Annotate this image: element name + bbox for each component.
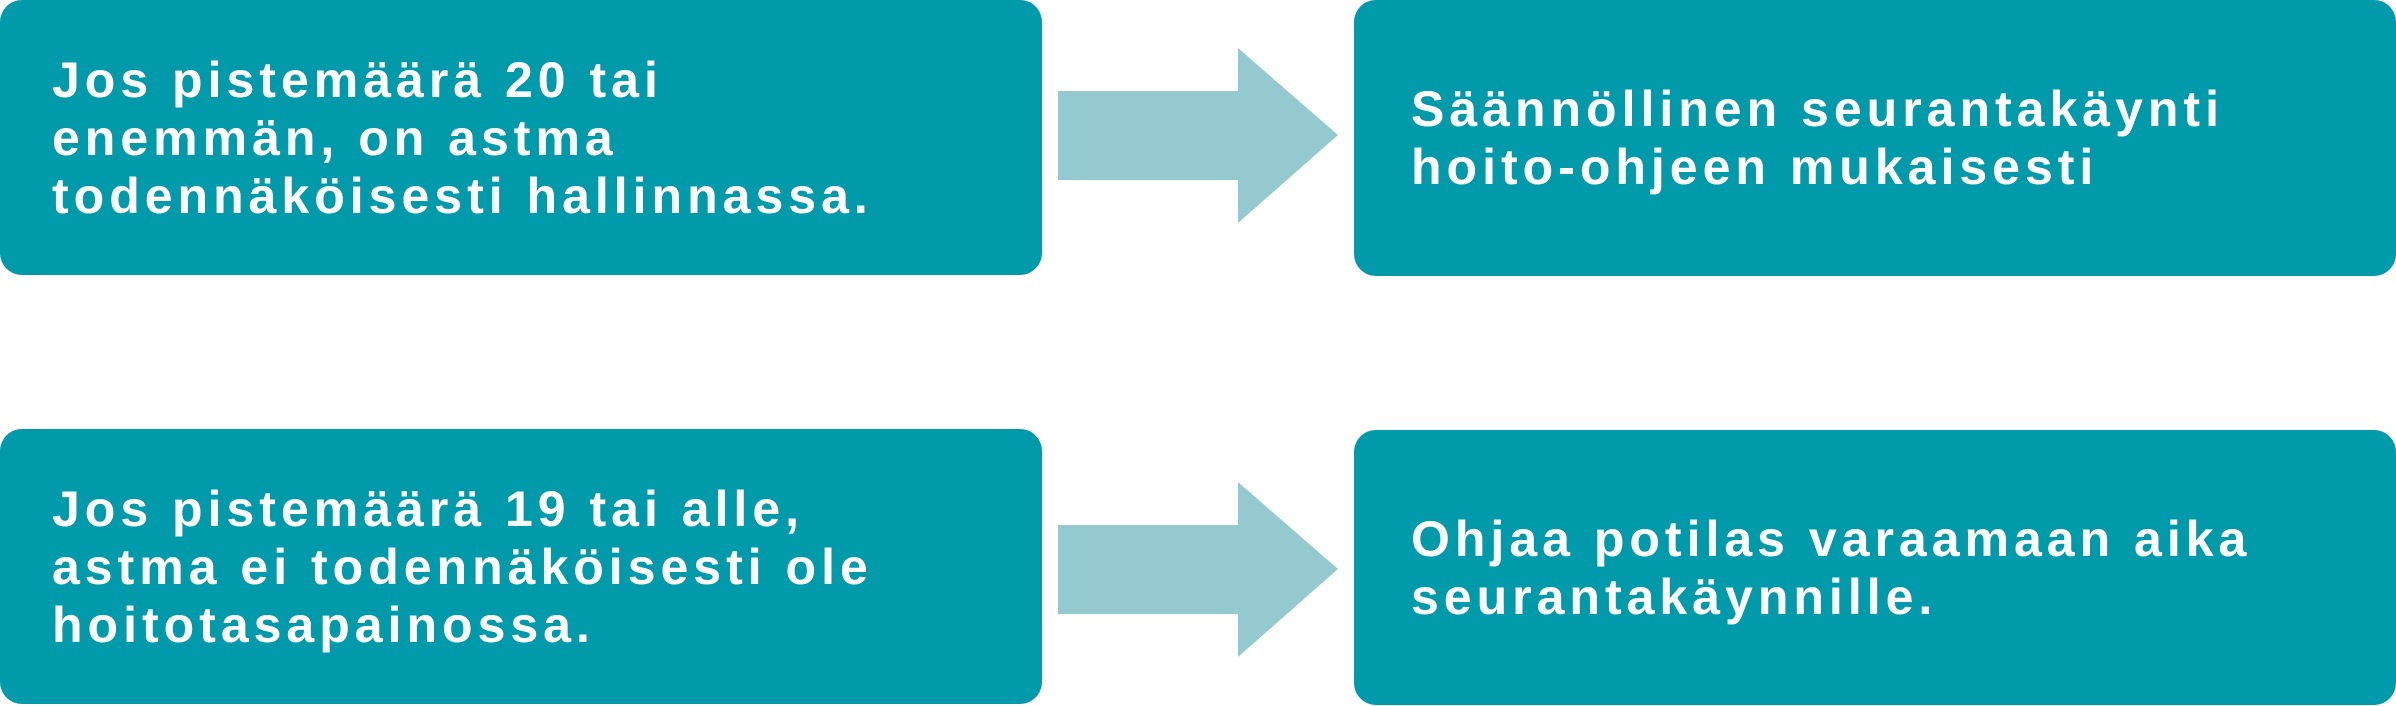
action-text-book-appointment: Ohjaa potilas varaamaan aika seurantakäy… [1411, 510, 2252, 625]
condition-text-high-score: Jos pistemäärä 20 tai enemmän, on astma … [52, 51, 873, 224]
arrow-right-icon [1058, 48, 1338, 223]
action-box-book-appointment: Ohjaa potilas varaamaan aika seurantakäy… [1354, 430, 2396, 705]
condition-box-low-score: Jos pistemäärä 19 tai alle, astma ei tod… [0, 429, 1042, 704]
arrow-right-icon [1058, 482, 1338, 657]
action-box-regular-followup: Säännöllinen seurantakäynti hoito-ohjeen… [1354, 0, 2396, 276]
condition-text-low-score: Jos pistemäärä 19 tai alle, astma ei tod… [52, 480, 873, 653]
condition-box-high-score: Jos pistemäärä 20 tai enemmän, on astma … [0, 0, 1042, 275]
action-text-regular-followup: Säännöllinen seurantakäynti hoito-ohjeen… [1411, 81, 2224, 195]
